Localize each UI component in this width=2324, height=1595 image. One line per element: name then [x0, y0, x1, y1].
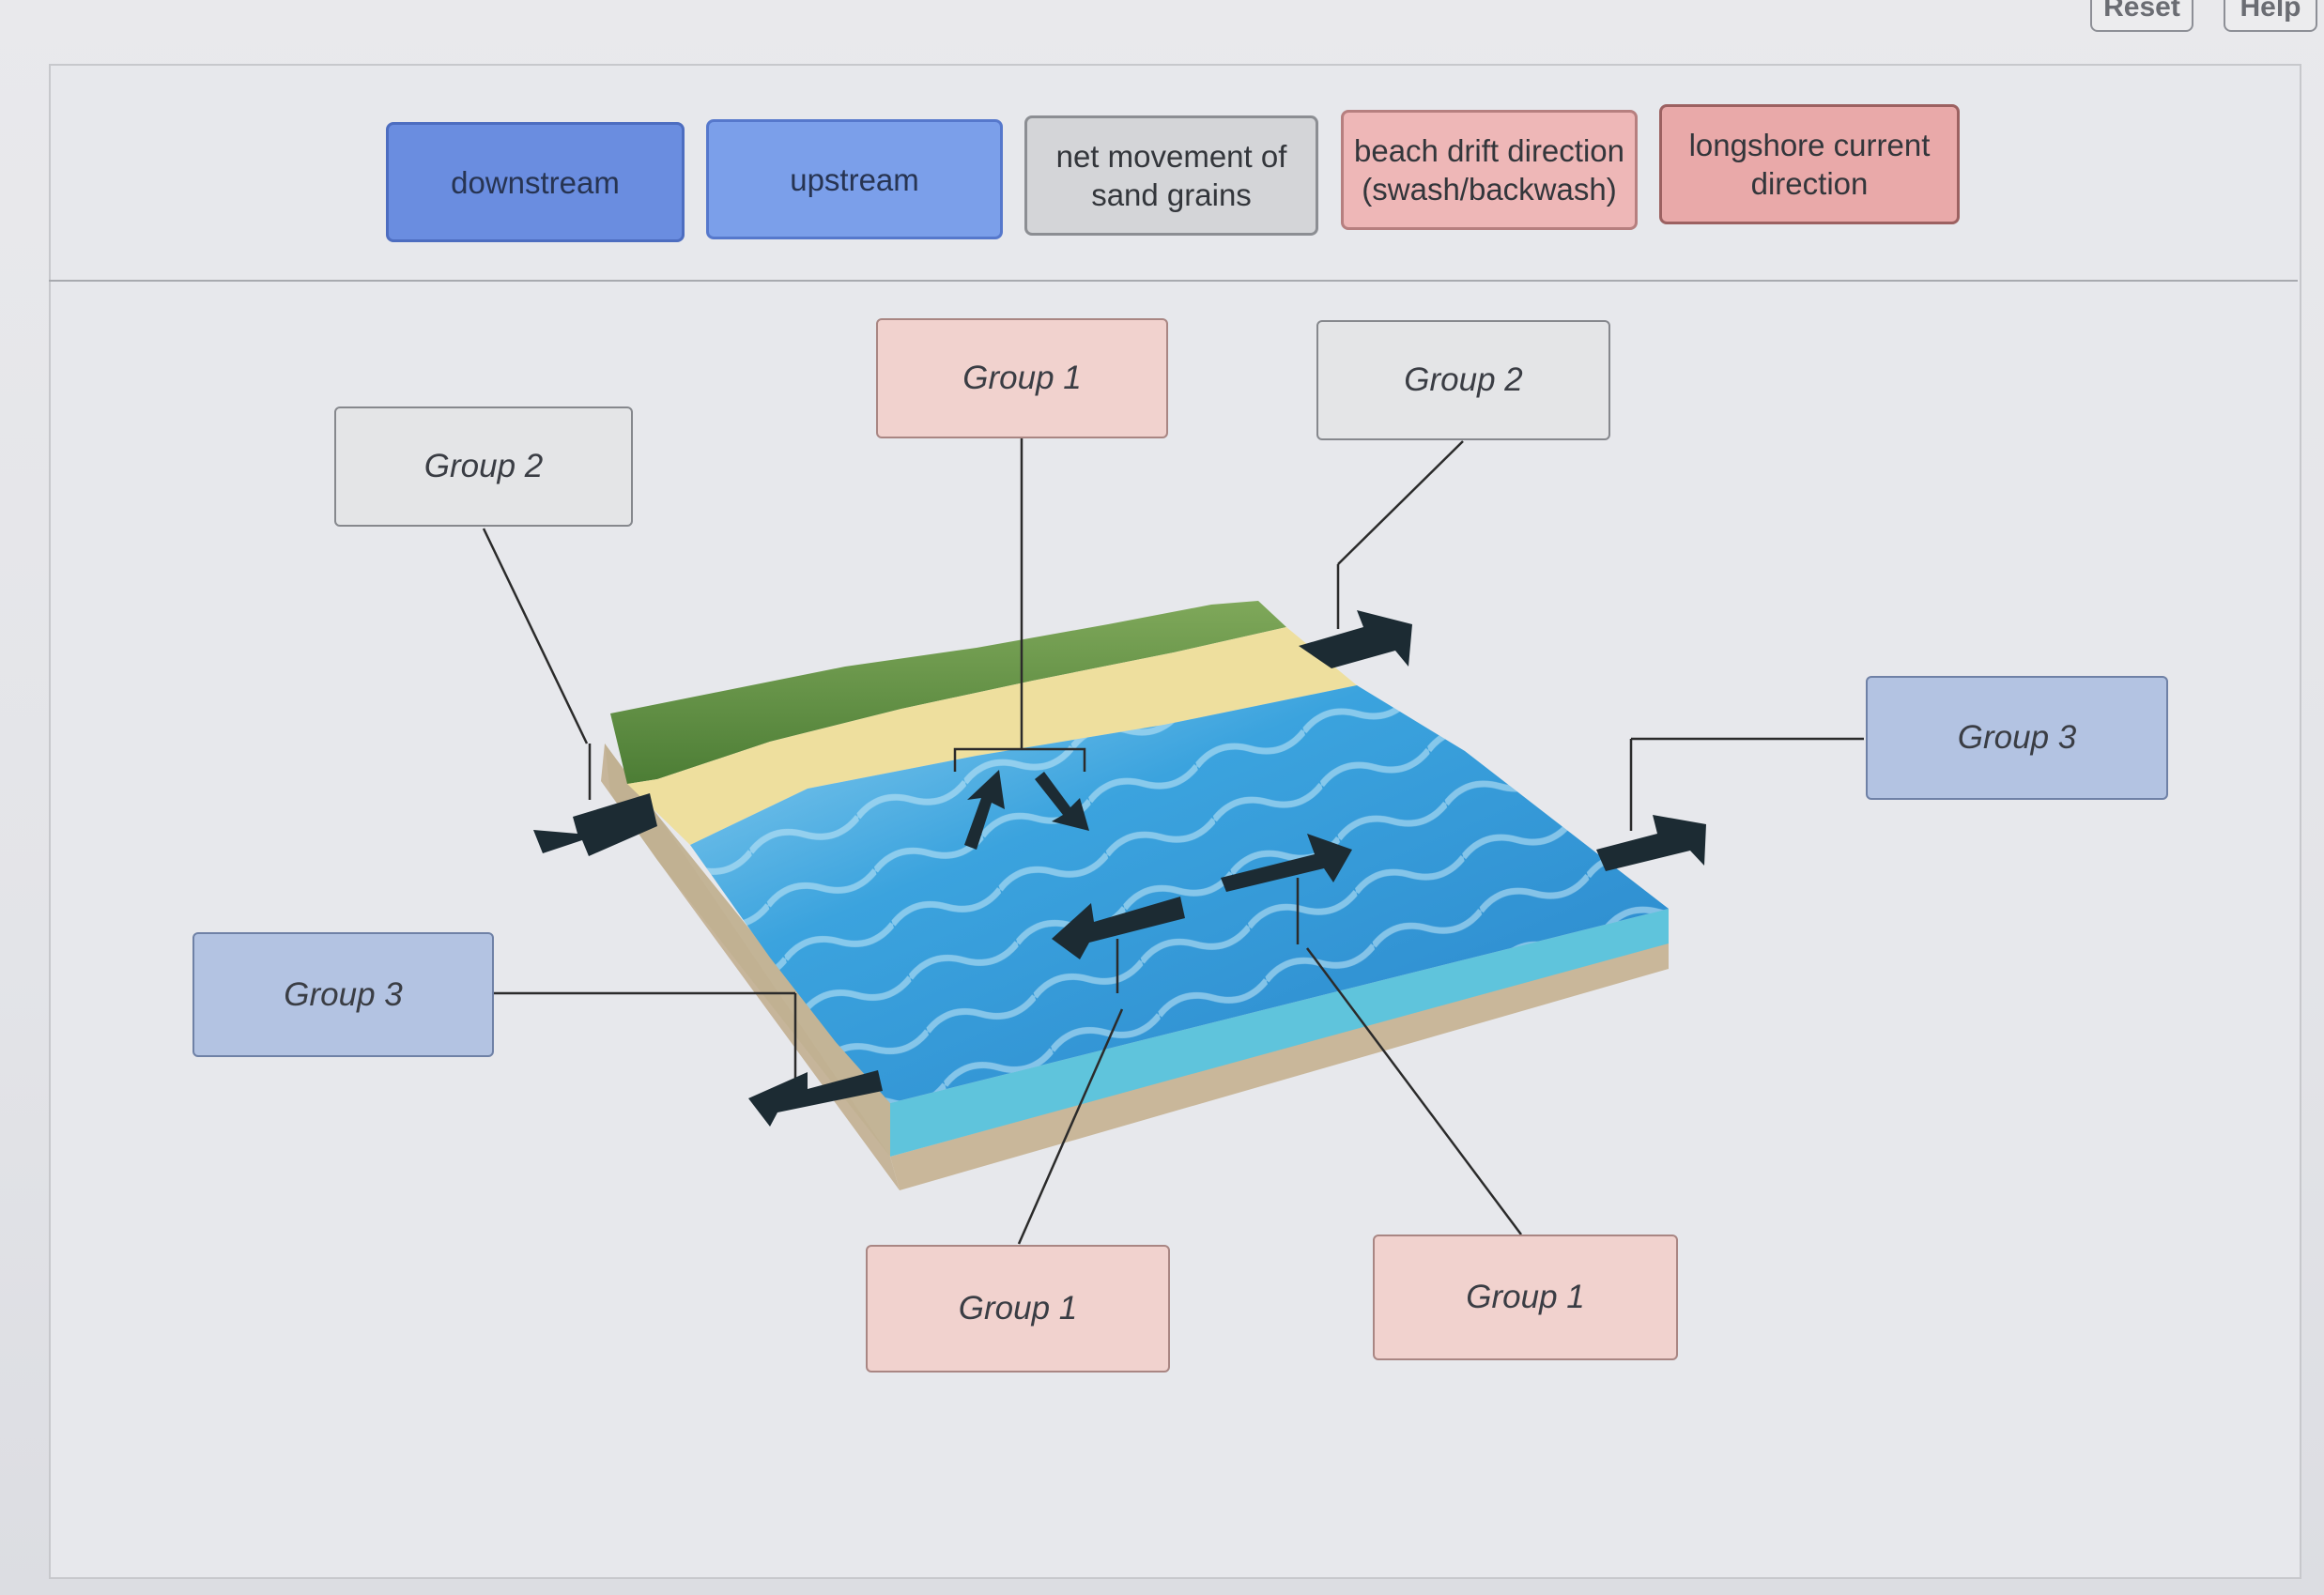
- target-bottom-center[interactable]: Group 1: [866, 1245, 1170, 1373]
- arrow-right-icon: [1596, 815, 1706, 871]
- chip-text-line: direction: [1750, 166, 1869, 201]
- chip-beach-drift-direction[interactable]: beach drift direction (swash/backwash): [1341, 110, 1638, 230]
- vegetation: [610, 601, 1286, 784]
- chip-text-line: net movement of: [1055, 139, 1287, 174]
- target-bottom-right[interactable]: Group 1: [1373, 1235, 1678, 1360]
- arrow-right-icon: [1221, 834, 1352, 892]
- target-right-middle[interactable]: Group 3: [1866, 676, 2168, 800]
- arrow-left-icon: [1052, 897, 1185, 959]
- arrows: [533, 610, 1706, 1127]
- chip-upstream[interactable]: upstream: [706, 119, 1003, 239]
- help-button[interactable]: Help: [2224, 0, 2317, 32]
- chip-net-movement-of-sand-grains[interactable]: net movement of sand grains: [1024, 115, 1318, 236]
- chip-text-line: longshore current: [1688, 128, 1931, 162]
- chip-longshore-current-direction[interactable]: longshore current direction: [1659, 104, 1960, 224]
- chip-text-line: beach drift direction: [1354, 133, 1624, 168]
- target-left-upper[interactable]: Group 2: [334, 406, 633, 527]
- reset-button[interactable]: Reset: [2090, 0, 2193, 32]
- arrow-up-icon: [964, 770, 1005, 850]
- arrow-left-icon: [748, 1070, 883, 1127]
- target-top-right[interactable]: Group 2: [1316, 320, 1610, 440]
- arrow-right-icon: [1299, 610, 1412, 668]
- target-left-lower[interactable]: Group 3: [192, 932, 494, 1057]
- chip-text: downstream: [451, 164, 620, 200]
- target-top-center[interactable]: Group 1: [876, 318, 1168, 438]
- chip-text: upstream: [790, 161, 919, 197]
- chip-text-line: (swash/backwash): [1362, 172, 1617, 207]
- chip-downstream[interactable]: downstream: [386, 122, 685, 242]
- arrow-left-icon: [533, 793, 657, 856]
- leader-lines: [482, 437, 1864, 1245]
- word-bank: [49, 64, 2298, 282]
- sand-beach: [627, 627, 1357, 845]
- chip-text-line: sand grains: [1091, 177, 1252, 212]
- arrow-down-icon: [1035, 772, 1089, 831]
